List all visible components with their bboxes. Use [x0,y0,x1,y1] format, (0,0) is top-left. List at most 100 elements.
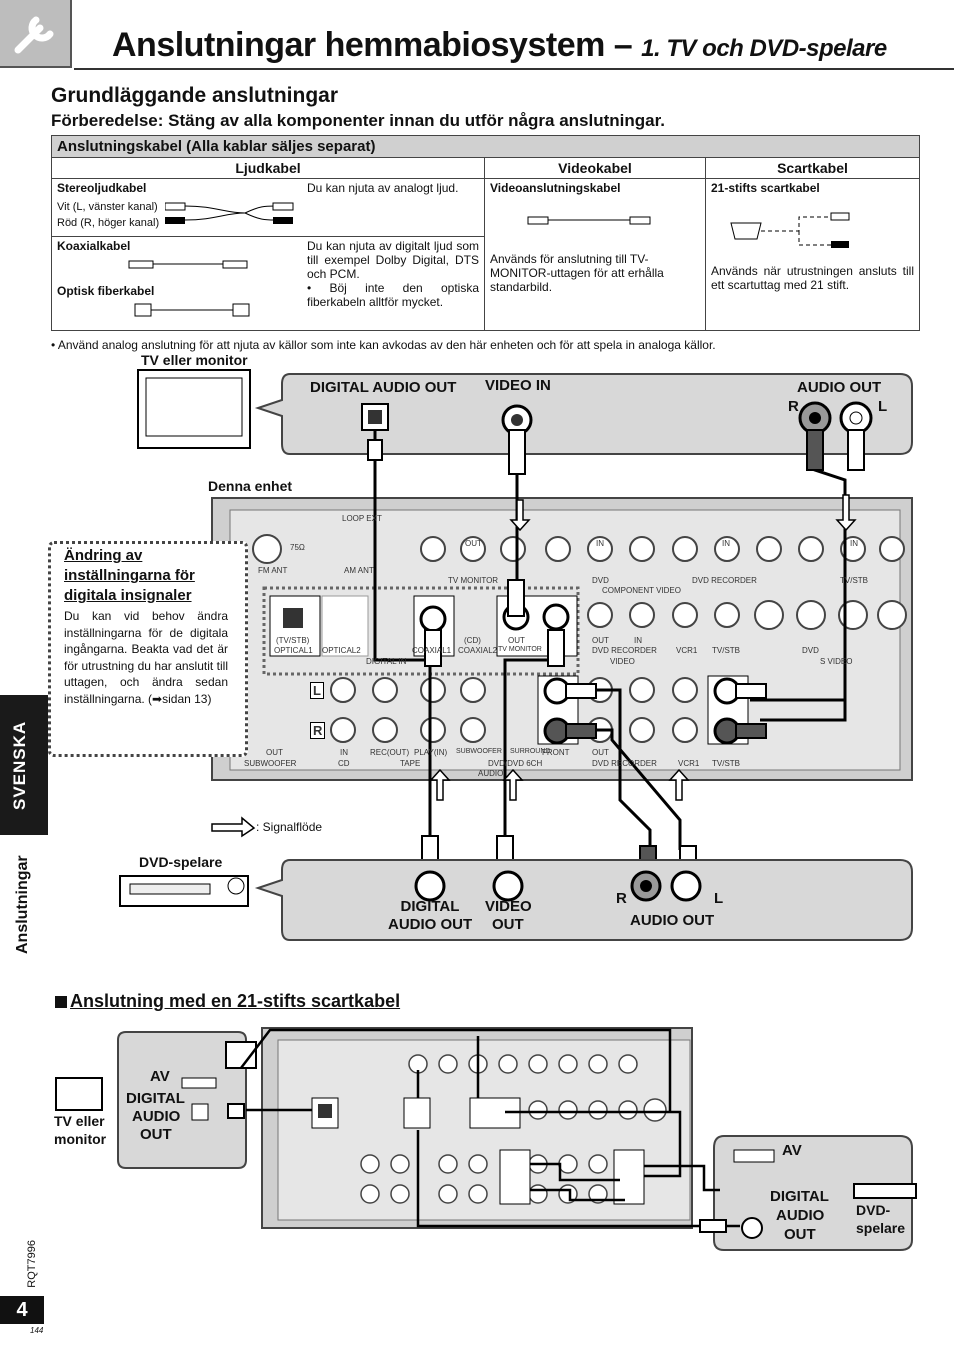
scart-cable-desc: Används när utrustningen ansluts till et… [711,264,914,292]
wrench-icon [14,16,54,54]
scart-tv-label-2: monitor [54,1131,107,1147]
digital-settings-callout [48,541,248,757]
dvd-digital-label-1: DIGITAL [400,898,460,915]
tv-r-label: R [788,398,799,415]
6ch-sub-label: SUBWOOFER [456,748,502,755]
callout-title: Ändring av inställningarna för digitala … [64,547,195,604]
cd-label: CD [338,759,350,768]
stereo-red-label: Röd (R, höger kanal) [57,217,160,229]
coax-title: Koaxialkabel [57,239,131,253]
dvd-audio-out-label: AUDIO OUT [630,912,715,929]
callout-body: Du kan vid behov ändra inställningarna f… [64,609,228,706]
audio-l-label: L [310,682,324,699]
dvd-digital2-label-1: DIGITAL [770,1188,829,1205]
dvdrec-in-label: IN [722,539,730,548]
tv-digital-label-3: OUT [140,1126,172,1143]
signal-legend: : Signalflöde [256,820,323,834]
section-sidebar-label: Anslutningar [14,855,31,955]
dvd6ch-label: DVD/DVD 6CH [488,759,543,768]
optical2-label: OPTICAL2 [322,646,361,655]
audio-dvdrec-out-label: OUT [592,748,609,757]
video-tvstb-label: TV/STB [712,646,741,655]
dvdrec-label: DVD RECORDER [692,576,757,585]
audio-dvdrec-label: DVD RECORDER [592,759,657,768]
av-label-tv: AV [150,1068,170,1085]
tvstb-in-label: IN [850,539,858,548]
video-dvdrec-label: DVD RECORDER [592,646,657,655]
page-number: 4 [0,1296,44,1324]
doc-code: RQT7996 [26,1240,38,1288]
video-dvdrec-out-label: OUT [592,636,609,645]
title-rule [74,68,954,70]
dvd-label: DVD [592,576,609,585]
digital-desc: Du kan njuta av digitalt ljud som till e… [307,239,479,281]
audio-vcr1-label: VCR1 [678,759,700,768]
video-tvmonitor-label: TV MONITOR [498,646,542,653]
audio-r-label: R [310,722,326,739]
unit-label: Denna enhet [208,478,293,494]
dvd-label-main: DVD-spelare [139,854,223,870]
video-dvdrec-in-label: IN [634,636,642,645]
svideo-dvd-label: DVD [802,646,819,655]
tv-l-label: L [878,398,888,415]
cd-in-label: IN [340,748,348,757]
dvd-digital2-label-3: OUT [784,1226,816,1243]
receiver-panel: FM ANT AM ANT LOOP EXT 75Ω OUT TV MONITO… [230,512,910,778]
coaxial1-label: COAXIAL1 [412,646,452,655]
col-audio: Ljudkabel [51,157,485,179]
analog-note: • Använd analog anslutning för att njuta… [51,338,716,352]
video-group-label: VIDEO [610,657,635,666]
video-out-label: OUT [508,636,525,645]
tape-label: TAPE [400,759,421,768]
dvd-digital-label-2: AUDIO OUT [388,916,473,933]
sub-out-label: OUT [266,748,283,757]
tv-label: TV eller monitor [141,352,248,368]
stereo-cable-icon [165,202,294,224]
scart-dvd-label-2: spelare [856,1220,906,1236]
scart-cable-title: 21-stifts scartkabel [711,181,820,195]
tv-digital-label-1: DIGITAL [126,1090,185,1107]
stereo-title: Stereoljudkabel [57,181,147,195]
video-cable-desc: Används för anslutning till TV-MONITOR-u… [490,252,664,294]
cable-table: Anslutningskabel (Alla kablar säljes sep… [51,135,920,331]
dvd-in-label: IN [596,539,604,548]
recout-label: REC(OUT) [370,748,410,757]
playin-label: PLAY(IN) [414,748,448,757]
language-tab [0,695,48,835]
am-ant-label: AM ANT [344,566,374,575]
dvd-video-label-1: VIDEO [485,898,532,915]
tvmon-label: TV MONITOR [448,576,499,585]
tv-icon-small [55,1077,103,1111]
small-page-number: 144 [30,1326,44,1335]
section-bullet [55,996,67,1008]
tv-audio-out-label: AUDIO OUT [797,379,882,396]
component-video-label: COMPONENT VIDEO [602,586,681,595]
scart-cable-icon [730,212,850,248]
dvd-video-label-2: OUT [492,916,524,933]
loop-ext-label: LOOP EXT [342,514,382,523]
audio-group-label: AUDIO [478,769,504,778]
optical1-label: OPTICAL1 [274,646,313,655]
6ch-front-label: FRONT [542,748,570,757]
tv-digital-label-2: AUDIO [132,1108,181,1125]
language-label: SVENSKA [10,720,29,810]
audio-tvstb-label: TV/STB [712,759,741,768]
section-title: Grundläggande anslutningar [51,84,339,107]
table-caption: Anslutningskabel (Alla kablar säljes sep… [51,135,920,158]
dvd-player-icon-small [853,1183,917,1199]
tv-digital-audio-out-label: DIGITAL AUDIO OUT [310,379,457,396]
video-vcr1-label: VCR1 [676,646,698,655]
stereo-white-label: Vit (L, vänster kanal) [57,201,158,213]
page-title: Anslutningar hemmabiosystem – 1. TV och … [112,26,887,64]
scart-section-title: Anslutning med en 21-stifts scartkabel [70,991,401,1011]
coaxial2-sub-label: (CD) [464,636,481,645]
video-cable-title: Videoanslutningskabel [490,181,621,195]
tv-video-in-label: VIDEO IN [485,377,551,394]
dvd-r-label: R [616,890,627,907]
tvmon-out-label: OUT [465,539,482,548]
coax-cable-icon [128,260,248,269]
video-cable-icon [527,216,651,225]
dvd-l-label: L [714,890,724,907]
scart-tv-label-1: TV eller [54,1113,105,1129]
